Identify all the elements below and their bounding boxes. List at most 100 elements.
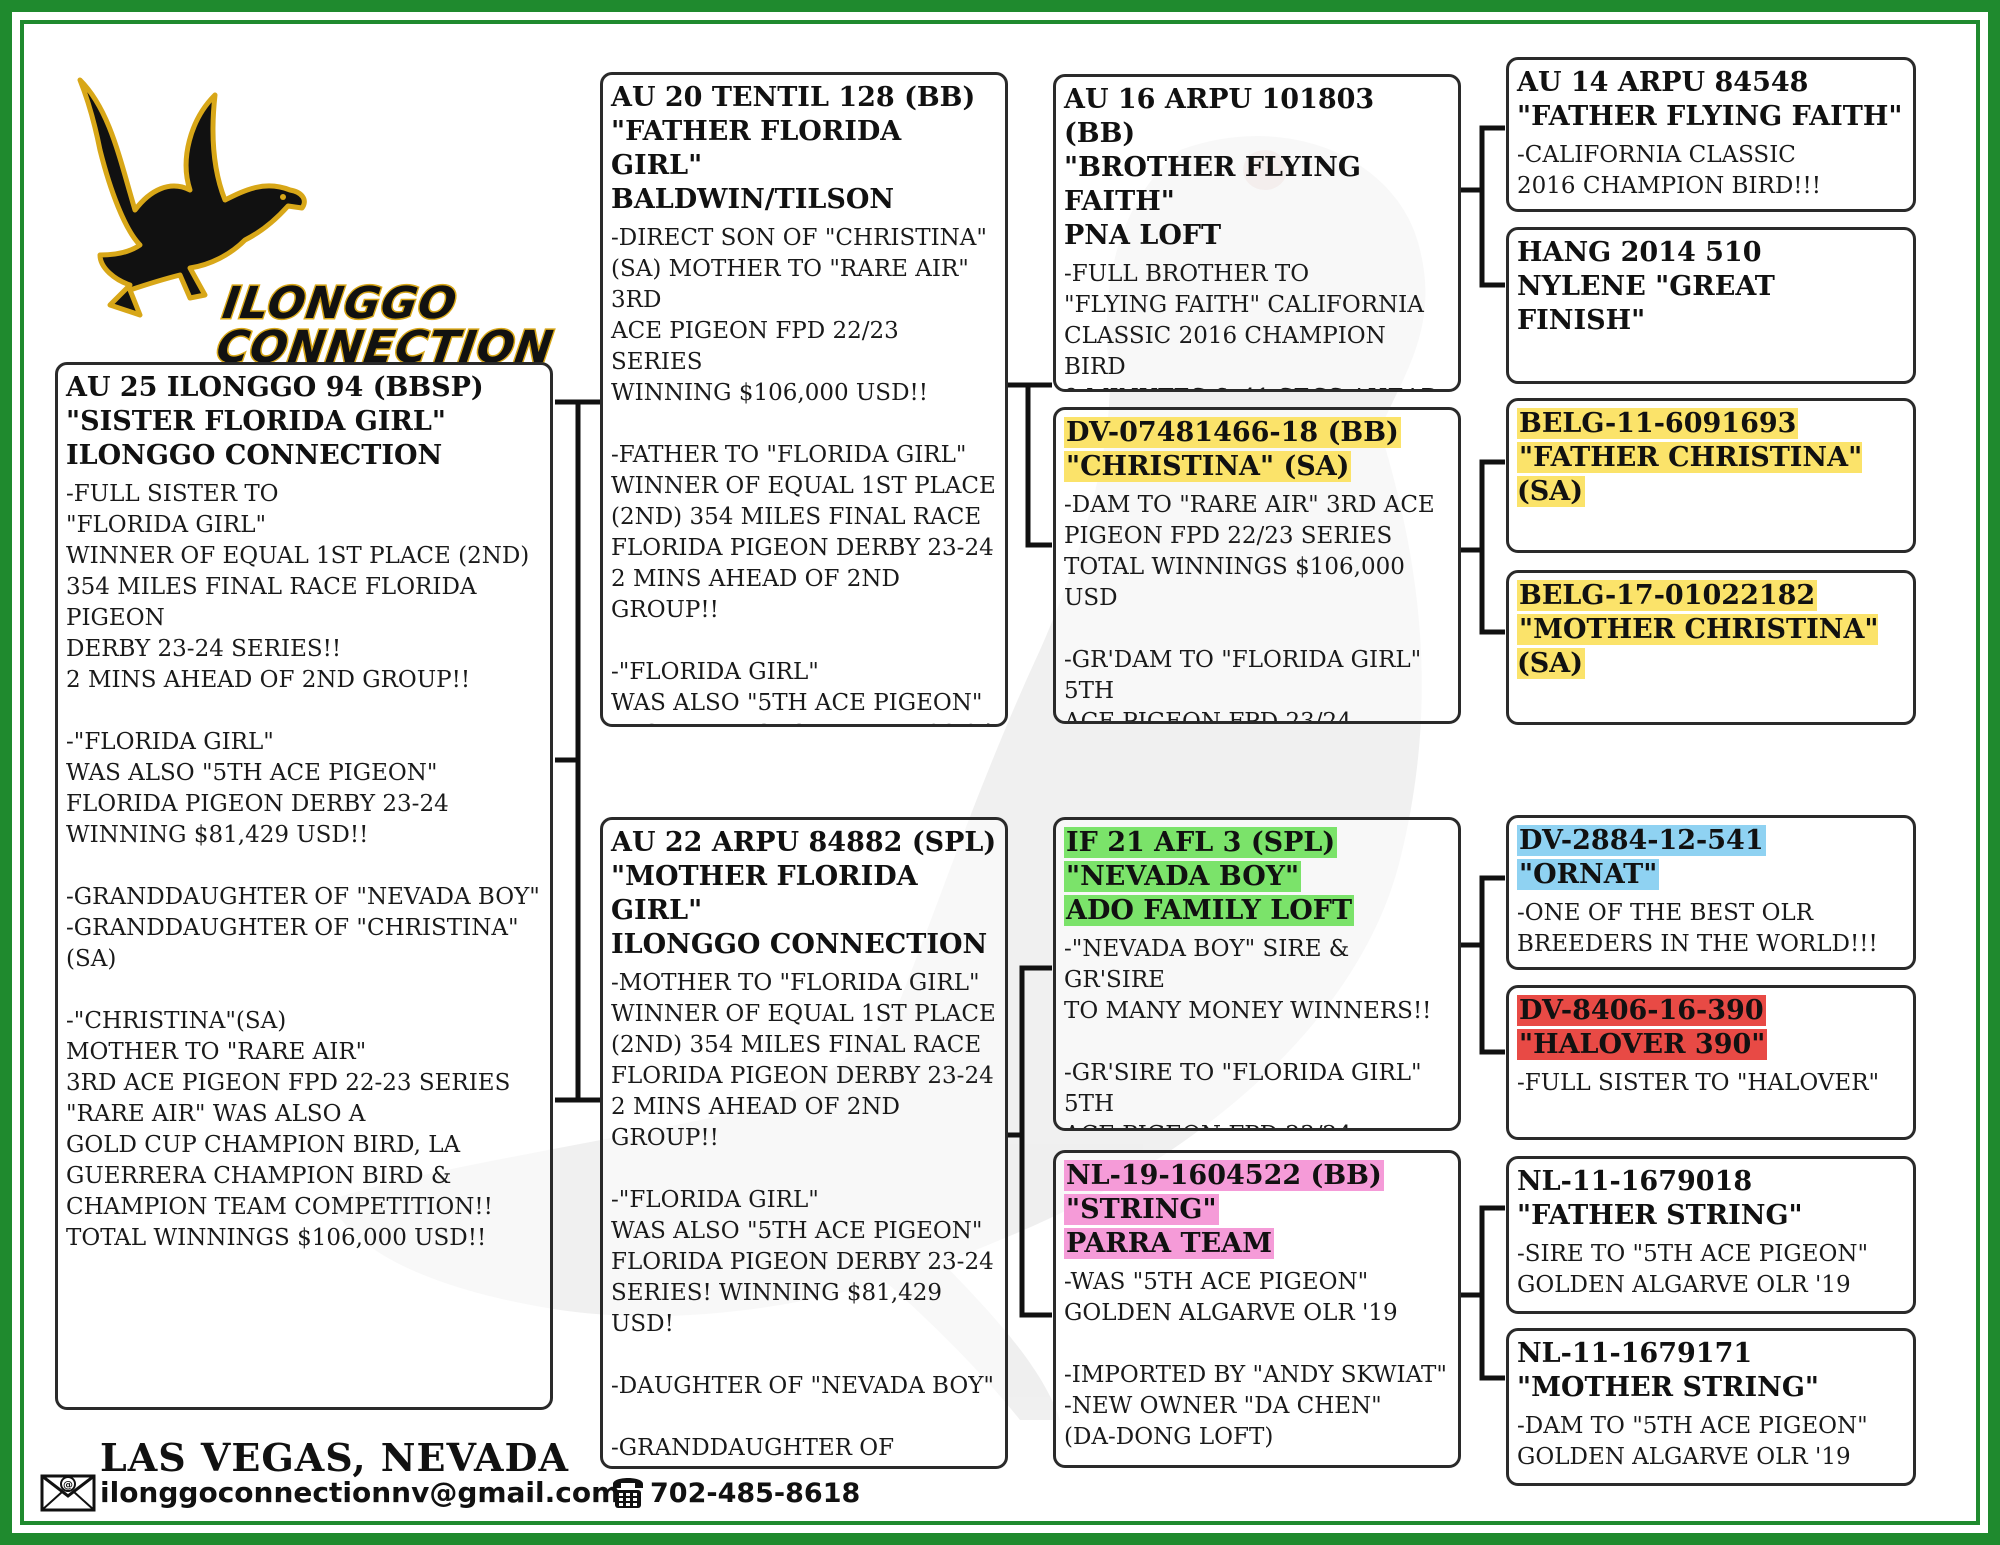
dam-note-line <box>611 1154 997 1185</box>
dam-dam-box: NL-19-1604522 (BB) "STRING" PARRA TEAM -… <box>1053 1150 1461 1468</box>
subject-note-line: WAS ALSO "5TH ACE PIGEON" <box>66 760 438 786</box>
subject-note-line: -GRANDDAUGHTER OF "NEVADA BOY" <box>66 884 540 910</box>
dam-notes: -MOTHER TO "FLORIDA GIRL"WINNER OF EQUAL… <box>611 968 997 1466</box>
sss-note-line: -CALIFORNIA CLASSIC <box>1517 142 1796 168</box>
ss-owner: PNA LOFT <box>1064 220 1222 251</box>
subject-note-line: GUERRERA CHAMPION BIRD & <box>66 1163 452 1189</box>
dd-note-line <box>1064 1329 1450 1360</box>
dsd-notes: -FULL SISTER TO "HALOVER" <box>1517 1068 1905 1099</box>
sire-note-line: FLORIDA PIGEON DERBY 23-24 <box>611 719 997 724</box>
dam-note-line: WINNER OF EQUAL 1ST PLACE <box>611 1001 996 1027</box>
sire-note-line: WAS ALSO "5TH ACE PIGEON" <box>611 690 983 716</box>
sire-note-line <box>611 409 997 440</box>
sire-note-line: WINNER OF EQUAL 1ST PLACE <box>611 473 996 499</box>
sire-note-line: (2ND) 354 MILES FINAL RACE <box>611 504 982 530</box>
inner-frame <box>20 20 1980 1525</box>
ds-note-line <box>1064 1027 1450 1058</box>
ds-note-line: ACE PIGEON FPD 23/24 <box>1064 1120 1450 1128</box>
dd-band: NL-19-1604522 (BB) <box>1064 1160 1384 1191</box>
ds-note-line: -"NEVADA BOY" SIRE & GR'SIRE <box>1064 936 1350 993</box>
sire-note-line: -DIRECT SON OF "CHRISTINA" <box>611 225 987 251</box>
sd-note-line: -DAM TO "RARE AIR" 3RD ACE <box>1064 492 1435 518</box>
ss-name: "BROTHER FLYING FAITH" <box>1064 152 1361 217</box>
dss-note-line: -ONE OF THE BEST OLR <box>1517 900 1814 926</box>
subject-note-line: FLORIDA PIGEON DERBY 23-24 <box>66 791 449 817</box>
subject-note-line: -GRANDDAUGHTER OF "CHRISTINA" (SA) <box>66 915 519 972</box>
ddd-name: "MOTHER STRING" <box>1517 1372 1819 1403</box>
sire-dam-box: DV-07481466-18 (BB) "CHRISTINA" (SA) -DA… <box>1053 407 1461 724</box>
dss-name: "ORNAT" <box>1517 859 1660 890</box>
sdd-name: "MOTHER CHRISTINA" (SA) <box>1517 614 1879 679</box>
ssd-box: HANG 2014 510 NYLENE "GREAT FINISH" <box>1506 227 1916 384</box>
sss-note-line: 2016 CHAMPION BIRD!!! <box>1517 173 1821 199</box>
sss-notes: -CALIFORNIA CLASSIC 2016 CHAMPION BIRD!!! <box>1517 140 1905 202</box>
dam-band: AU 22 ARPU 84882 (SPL) <box>611 827 997 858</box>
dam-note-line: 2 MINS AHEAD OF 2ND GROUP!! <box>611 1094 900 1151</box>
subject-note-line <box>66 851 542 882</box>
subject-note-line: "RARE AIR" WAS ALSO A <box>66 1101 366 1127</box>
dds-header: NL-11-1679018 "FATHER STRING" <box>1517 1165 1905 1233</box>
dss-note-line: BREEDERS IN THE WORLD!!! <box>1517 931 1878 957</box>
subject-note-line: "FLORIDA GIRL" <box>66 512 267 538</box>
dd-notes: -WAS "5TH ACE PIGEON"GOLDEN ALGARVE OLR … <box>1064 1267 1450 1453</box>
connector-ds <box>1460 875 1505 1055</box>
subject-note-line <box>66 696 542 727</box>
subject-note-line: 354 MILES FINAL RACE FLORIDA PIGEON <box>66 574 477 631</box>
sdd-header: BELG-17-01022182 "MOTHER CHRISTINA" (SA) <box>1517 579 1905 681</box>
subject-note-line: GOLD CUP CHAMPION BIRD, LA <box>66 1132 461 1158</box>
sd-band: DV-07481466-18 (BB) <box>1064 417 1401 448</box>
dds-band: NL-11-1679018 <box>1517 1166 1753 1197</box>
ddd-box: NL-11-1679171 "MOTHER STRING" -DAM TO "5… <box>1506 1328 1916 1486</box>
connector-sire <box>1005 382 1052 548</box>
ds-note-line: TO MANY MONEY WINNERS!! <box>1064 998 1432 1024</box>
sds-header: BELG-11-6091693 "FATHER CHRISTINA" (SA) <box>1517 407 1905 509</box>
sds-band: BELG-11-6091693 <box>1517 408 1799 439</box>
footer-phone[interactable]: 702-485-8618 <box>650 1478 861 1509</box>
dds-notes: -SIRE TO "5TH ACE PIGEON"GOLDEN ALGARVE … <box>1517 1239 1905 1301</box>
dd-note-line: -WAS "5TH ACE PIGEON" <box>1064 1269 1369 1295</box>
subject-note-line: WINNER OF EQUAL 1ST PLACE (2ND) <box>66 543 530 569</box>
footer-city: LAS VEGAS, NEVADA <box>100 1435 569 1480</box>
subject-note-line <box>66 975 542 1006</box>
dam-note-line <box>611 1340 997 1371</box>
sss-band: AU 14 ARPU 84548 <box>1517 67 1809 98</box>
subject-note-line: CHAMPION TEAM COMPETITION!! <box>66 1194 493 1220</box>
sire-name: "FATHER FLORIDA GIRL" <box>611 116 902 181</box>
connector-sd <box>1460 459 1505 635</box>
footer-email[interactable]: ilonggoconnectionnv@gmail.com <box>100 1476 621 1509</box>
sdd-box: BELG-17-01022182 "MOTHER CHRISTINA" (SA) <box>1506 570 1916 725</box>
sire-owner: BALDWIN/TILSON <box>611 184 895 215</box>
subject-note-line: DERBY 23-24 SERIES!! <box>66 636 342 662</box>
subject-note-line: -FULL SISTER TO <box>66 481 279 507</box>
sss-name: "FATHER FLYING FAITH" <box>1517 101 1903 132</box>
sire-note-line: (SA) MOTHER TO "RARE AIR" 3RD <box>611 256 969 313</box>
dss-notes: -ONE OF THE BEST OLR BREEDERS IN THE WORL… <box>1517 898 1905 960</box>
ssd-band: HANG 2014 510 <box>1517 237 1762 268</box>
ddd-header: NL-11-1679171 "MOTHER STRING" <box>1517 1337 1905 1405</box>
dsd-name: "HALOVER 390" <box>1517 1029 1768 1060</box>
ssd-header: HANG 2014 510 NYLENE "GREAT FINISH" <box>1517 236 1905 338</box>
dam-note-line: -"FLORIDA GIRL" <box>611 1187 819 1213</box>
sd-note-line: ACE PIGEON FPD 23/24 SERIES <box>1064 709 1352 724</box>
dam-note-line: -DAUGHTER OF "NEVADA BOY" <box>611 1373 994 1399</box>
dss-band: DV-2884-12-541 <box>1517 825 1766 856</box>
dds-name: "FATHER STRING" <box>1517 1200 1803 1231</box>
dd-name: "STRING" <box>1064 1194 1219 1225</box>
dsd-note-line: -FULL SISTER TO "HALOVER" <box>1517 1070 1880 1096</box>
dam-note-line: (2ND) 354 MILES FINAL RACE <box>611 1032 982 1058</box>
envelope-icon: @ <box>40 1474 96 1512</box>
dam-note-line: WAS ALSO "5TH ACE PIGEON" <box>611 1218 983 1244</box>
dd-note-line: (DA-DONG LOFT) <box>1064 1424 1274 1450</box>
sire-note-line: FLORIDA PIGEON DERBY 23-24 <box>611 535 994 561</box>
subject-notes: -FULL SISTER TO "FLORIDA GIRL" WINNER OF E… <box>66 479 542 1254</box>
sire-header: AU 20 TENTIL 128 (BB) "FATHER FLORIDA GI… <box>611 81 997 217</box>
sd-header: DV-07481466-18 (BB) "CHRISTINA" (SA) <box>1064 416 1450 484</box>
ds-owner: ADO FAMILY LOFT <box>1064 895 1355 926</box>
ddd-note-line: -DAM TO "5TH ACE PIGEON" <box>1517 1413 1868 1439</box>
dds-note-line: -SIRE TO "5TH ACE PIGEON" <box>1517 1241 1869 1267</box>
sire-note-line: -FATHER TO "FLORIDA GIRL" <box>611 442 967 468</box>
dam-box: AU 22 ARPU 84882 (SPL) "MOTHER FLORIDA G… <box>600 817 1008 1469</box>
